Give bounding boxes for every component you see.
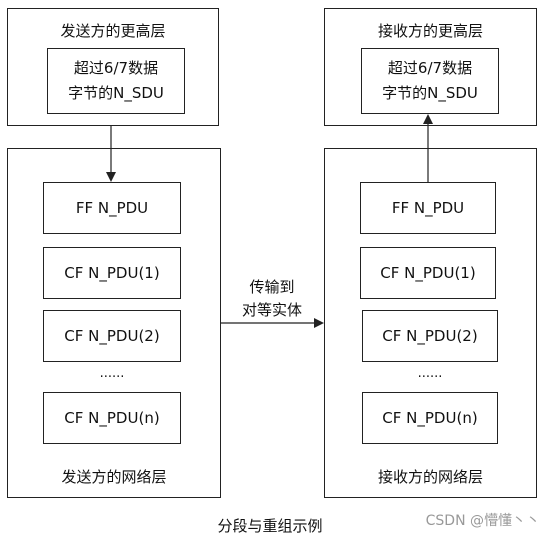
receiver-pdu-cfn: CF N_PDU(n) (362, 392, 498, 444)
sender-pdu-cf2: CF N_PDU(2) (43, 310, 181, 362)
diagram-caption: 分段与重组示例 (217, 517, 323, 535)
receiver-nsdu-line2: 字节的N_SDU (382, 84, 478, 102)
sender-pdu-ff: FF N_PDU (43, 182, 181, 234)
sender-pdu-cf1: CF N_PDU(1) (43, 247, 181, 299)
sender-upper-title: 发送方的更高层 (60, 22, 166, 40)
sender-nsdu-line1: 超过6/7数据 (73, 59, 159, 77)
receiver-nsdu-box: 超过6/7数据 字节的N_SDU (361, 48, 499, 114)
receiver-pdu-ellipsis: ...... (417, 366, 443, 381)
sender-pdu-ellipsis: ...... (99, 366, 125, 381)
transfer-label-line1: 传输到 (249, 278, 295, 296)
receiver-pdu-cf1: CF N_PDU(1) (360, 247, 496, 299)
sender-pdu-cfn: CF N_PDU(n) (43, 392, 181, 444)
up-arrow-receiver (423, 114, 433, 182)
receiver-upper-title: 接收方的更高层 (377, 22, 483, 40)
receiver-nsdu-line1: 超过6/7数据 (387, 59, 473, 77)
sender-nsdu-box: 超过6/7数据 字节的N_SDU (47, 48, 185, 114)
receiver-pdu-ff: FF N_PDU (360, 182, 496, 234)
watermark: CSDN @懵懂丶丶 (425, 513, 540, 529)
sender-nsdu-line2: 字节的N_SDU (68, 84, 164, 102)
receiver-pdu-cf2: CF N_PDU(2) (362, 310, 498, 362)
receiver-network-title: 接收方的网络层 (377, 468, 483, 486)
transfer-arrow (221, 318, 324, 328)
transfer-label-line2: 对等实体 (241, 301, 302, 319)
sender-network-title: 发送方的网络层 (61, 468, 167, 486)
down-arrow-sender (106, 126, 116, 182)
